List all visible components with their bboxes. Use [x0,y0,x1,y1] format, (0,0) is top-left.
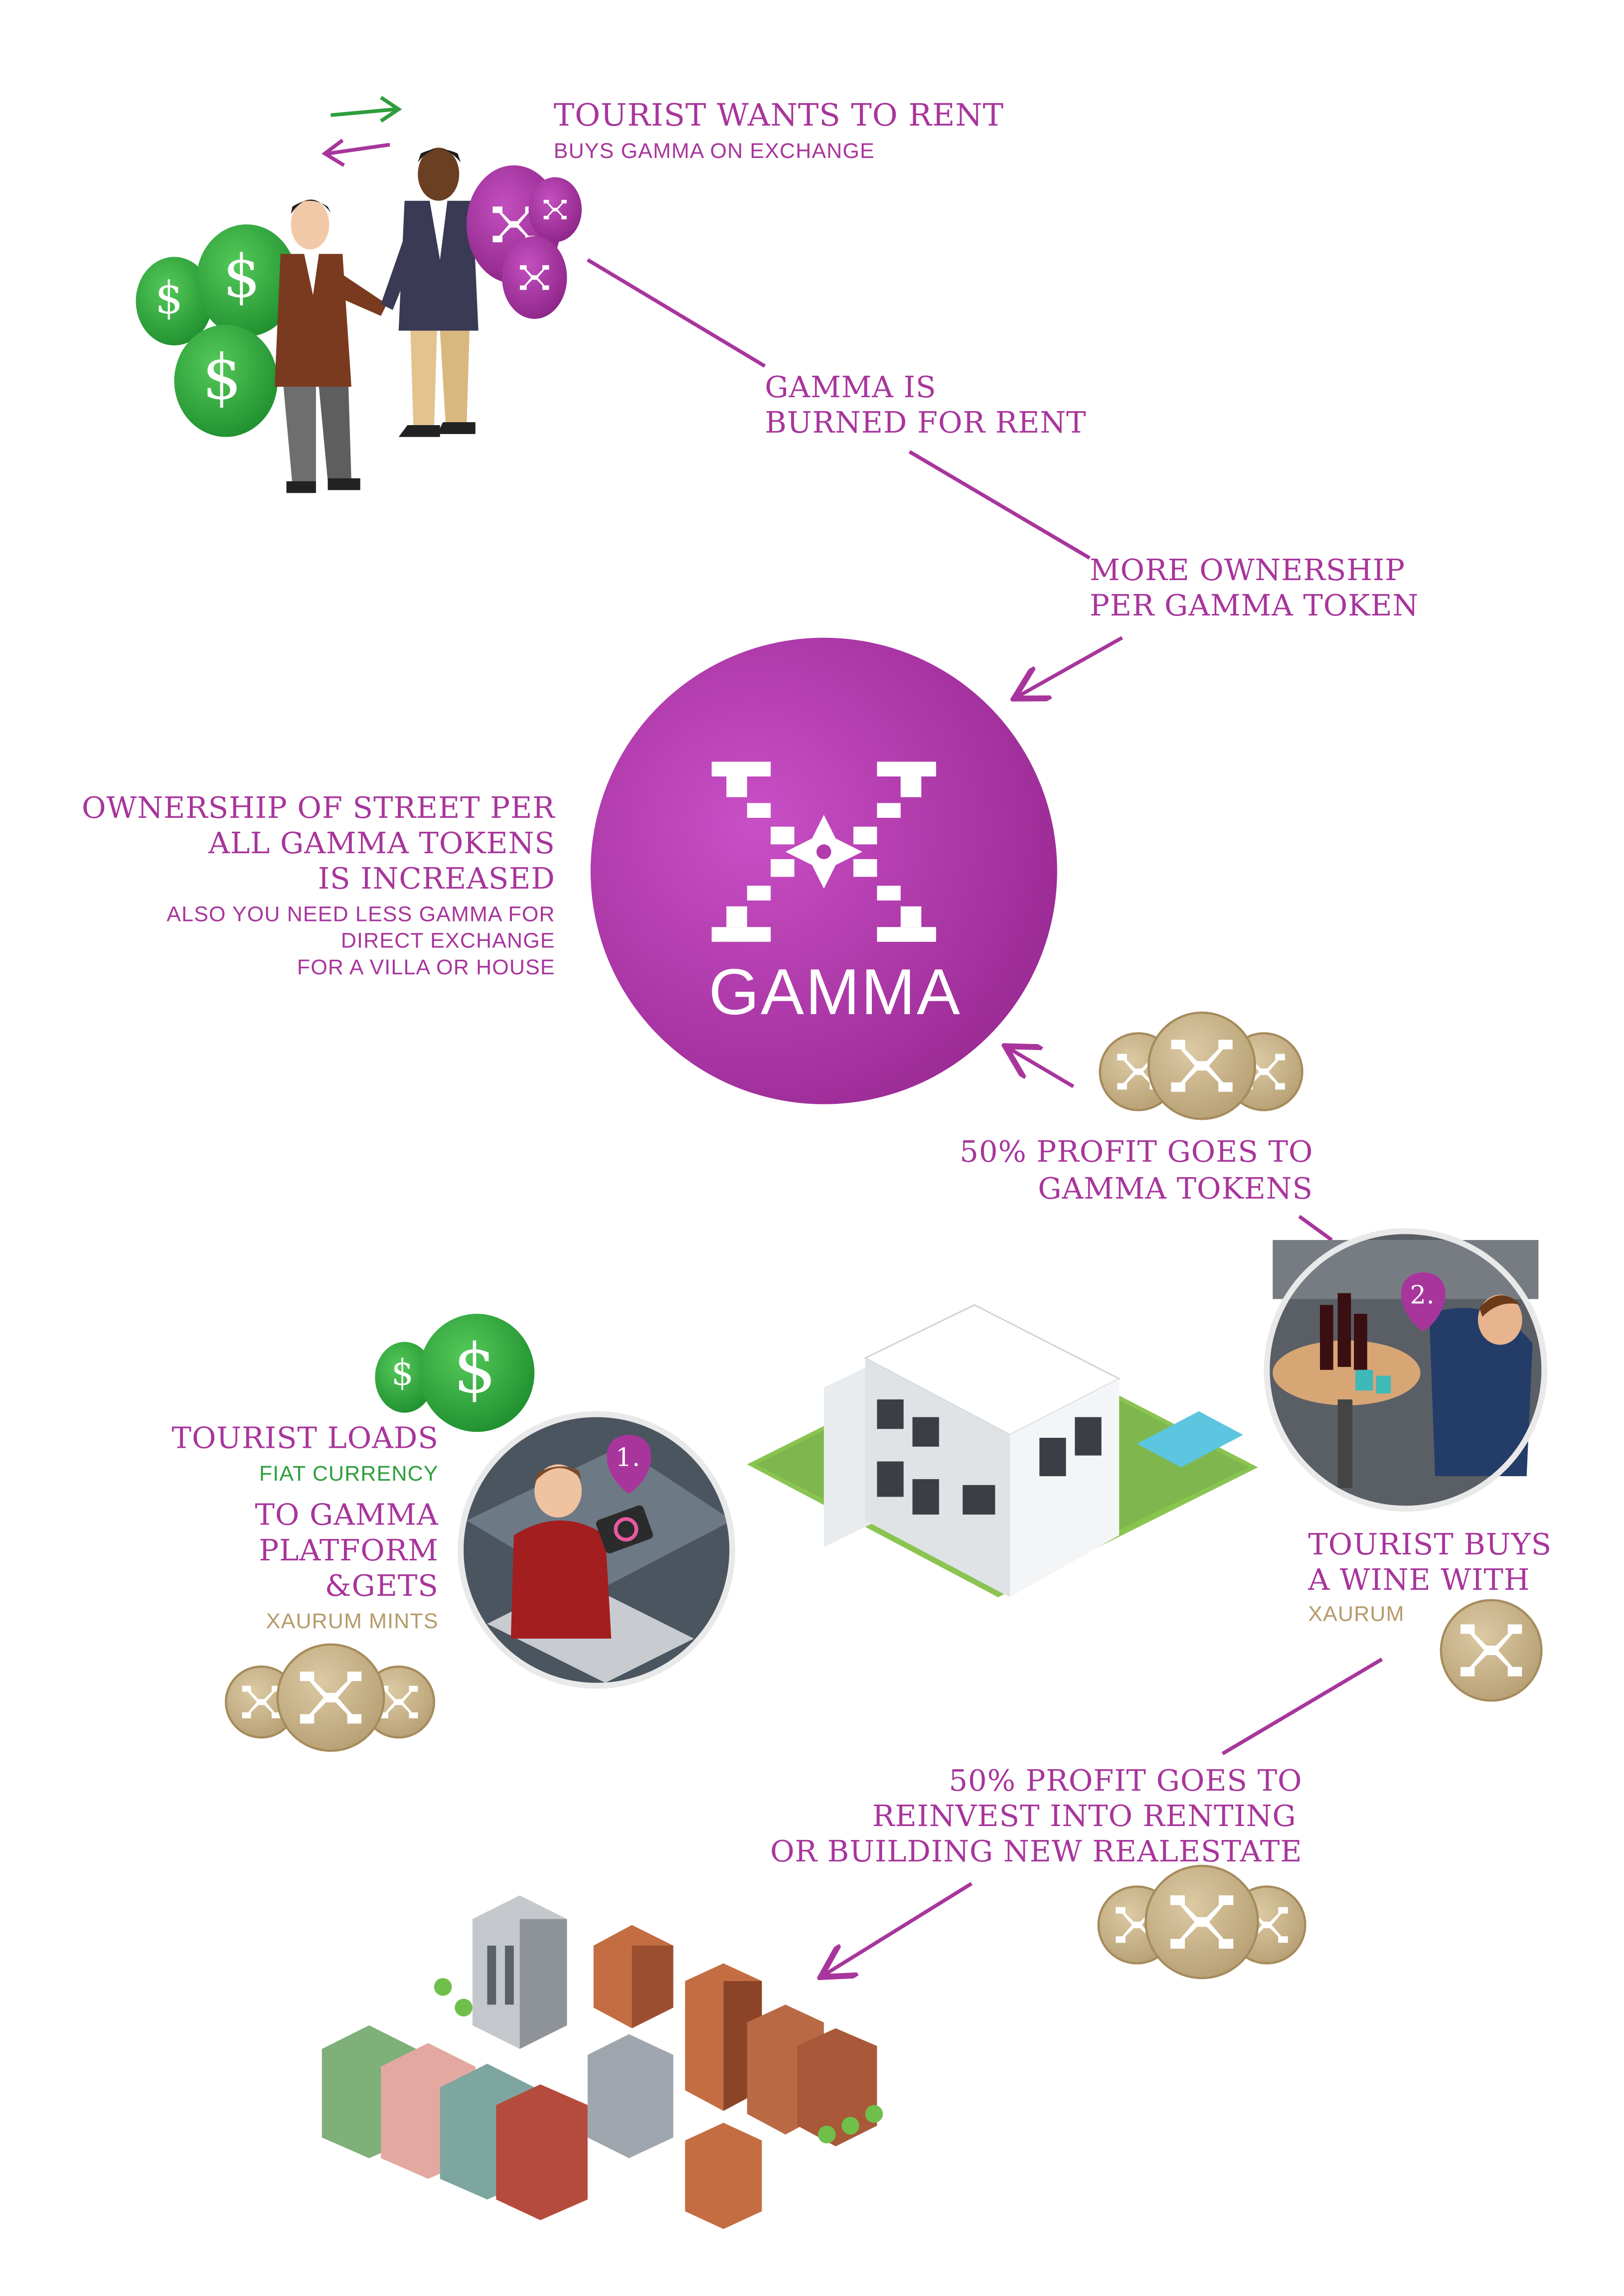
street-ownership-line1: OWNERSHIP OF STREET PER [82,789,555,825]
tourist-buys-line2: A WINE WITH [1308,1561,1530,1597]
tourist-rent-subtitle: BUYS GAMMA ON EXCHANGE [553,140,875,164]
street-ownership-sub1: ALSO YOU NEED LESS GAMMA FOR [166,903,555,927]
street-ownership-line3: IS INCREASED [318,860,555,896]
city-buildings-illustration [322,1895,883,2229]
step-one-pin-icon [607,1435,651,1494]
gamma-coins-icon [466,165,582,319]
tourist-loads-line4: &GETS [325,1567,439,1603]
businessman-right-figure [381,148,479,437]
wine-bar-illustration [1264,1228,1548,1512]
gamma-logo [590,637,1057,1104]
xaurum-coins-top-icon [1099,1011,1303,1120]
tablet-user-illustration [458,1411,736,1689]
burned-line2: BURNED FOR RENT [765,404,1087,440]
profit-reinvest-line3: OR BUILDING NEW REALESTATE [770,1833,1302,1869]
step-two-badge: 2. [1410,1281,1435,1311]
arrow-right-icon [330,107,396,117]
tourist-loads-line1: TOURIST LOADS [171,1420,439,1456]
dollar-sign-icon: $ [223,243,261,311]
tourist-loads-mints: XAURUM MINTS [266,1610,439,1634]
tourist-rent-title: TOURIST WANTS TO RENT [553,97,1004,133]
tourist-buys-line1: TOURIST BUYS [1308,1526,1552,1562]
profit-gamma-line2: GAMMA TOKENS [1038,1170,1313,1206]
step-two-pin-icon [1401,1272,1446,1332]
street-ownership-line2: ALL GAMMA TOKENS [208,825,555,861]
dollar-coins-icon [136,224,297,437]
profit-reinvest-line1: 50% PROFIT GOES TO [949,1762,1302,1798]
tourist-buys-sub: XAURUM [1308,1603,1405,1627]
street-ownership-sub3: FOR A VILLA OR HOUSE [297,956,555,980]
xaurum-coins-left-icon [224,1643,436,1752]
dollar-coins-small-icon [375,1314,535,1432]
dollar-sign-icon: $ [202,341,242,414]
tourist-loads-line2: TO GAMMA [255,1497,439,1532]
dollar-sign-icon: $ [391,1352,415,1394]
dollar-sign-icon: $ [155,273,184,325]
ownership-token-line2: PER GAMMA TOKEN [1089,587,1419,623]
dollar-sign-icon: $ [453,1328,497,1408]
arrow-left-icon [327,143,390,155]
tourist-loads-fiat: FIAT CURRENCY [259,1463,439,1487]
profit-gamma-line1: 50% PROFIT GOES TO [960,1133,1313,1169]
xaurum-coin-right-icon [1440,1599,1543,1702]
handshake-illustration [136,96,582,493]
step-one-badge: 1. [616,1443,641,1474]
gamma-logo-label: GAMMA [708,956,962,1029]
businessman-left-figure [274,199,387,493]
profit-reinvest-line2: REINVEST INTO RENTING [872,1798,1297,1834]
ownership-token-line1: MORE OWNERSHIP [1089,552,1405,588]
tourist-loads-line3: PLATFORM [259,1532,439,1568]
villa-illustration [747,1304,1258,1597]
flow-connectors [586,258,1383,1975]
burned-line1: GAMMA IS [765,369,937,405]
xaurum-coins-bottom-icon [1097,1864,1306,1980]
street-ownership-sub2: DIRECT EXCHANGE [340,930,555,954]
